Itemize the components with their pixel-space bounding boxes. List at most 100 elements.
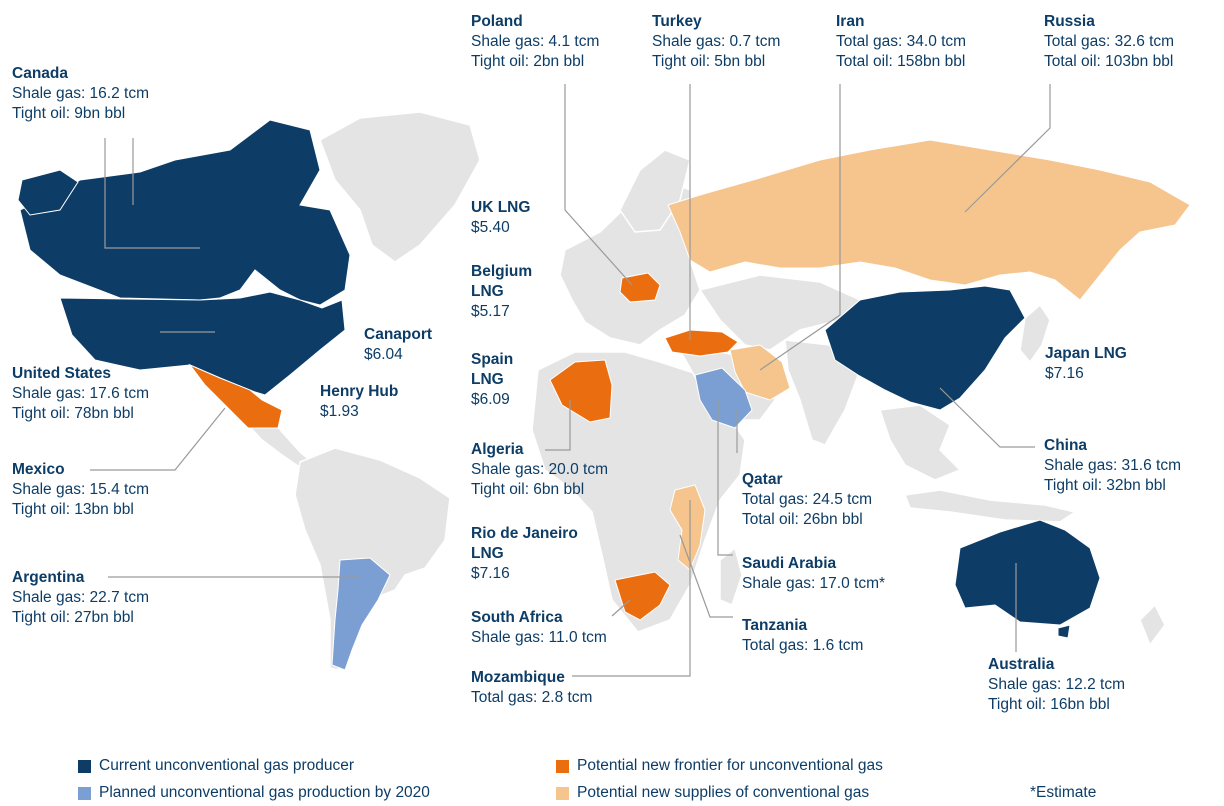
label-canada-line: Shale gas: 16.2 tcm xyxy=(12,85,149,102)
label-spain-lng-title: Spain LNG xyxy=(471,351,514,388)
label-henry-hub-price: $1.93 xyxy=(320,403,359,420)
label-mozambique: Mozambique Total gas: 2.8 tcm xyxy=(471,668,592,708)
label-algeria: Algeria Shale gas: 20.0 tcm Tight oil: 6… xyxy=(471,440,608,500)
label-iran-line: Total oil: 158bn bbl xyxy=(836,53,966,70)
label-algeria-line: Shale gas: 20.0 tcm xyxy=(471,461,608,478)
leader-russia xyxy=(964,84,1051,213)
south-america-shape xyxy=(294,447,451,671)
label-united-states-line: Shale gas: 17.6 tcm xyxy=(12,385,149,402)
map-planned xyxy=(331,367,753,671)
tasmania-shape xyxy=(1057,624,1071,639)
label-united-states-line: Tight oil: 78bn bbl xyxy=(12,405,134,422)
legend-label-planned: Planned unconventional gas production by… xyxy=(99,784,430,801)
label-japan-lng-title: Japan LNG xyxy=(1045,345,1127,362)
label-algeria-title: Algeria xyxy=(471,441,524,458)
label-saudi-arabia: Saudi Arabia Shale gas: 17.0 tcm* xyxy=(742,554,885,594)
label-henry-hub-title: Henry Hub xyxy=(320,383,399,400)
label-south-africa-title: South Africa xyxy=(471,609,563,626)
map-current xyxy=(17,119,1101,639)
label-argentina-title: Argentina xyxy=(12,569,85,586)
japan-shape xyxy=(1019,303,1051,364)
map-conventional xyxy=(667,139,1191,571)
indonesia-shape xyxy=(903,489,1077,523)
label-japan-lng-price: $7.16 xyxy=(1045,365,1084,382)
label-rio-lng: Rio de Janeiro LNG $7.16 xyxy=(471,524,579,584)
label-japan-lng: Japan LNG $7.16 xyxy=(1045,344,1127,384)
southeast-asia-shape xyxy=(878,404,962,481)
label-australia-line: Shale gas: 12.2 tcm xyxy=(988,676,1125,693)
saudi-arabia-shape xyxy=(694,367,753,429)
label-rio-lng-price: $7.16 xyxy=(471,565,510,582)
madagascar-shape xyxy=(719,546,743,607)
legend-swatch-frontier xyxy=(556,760,569,773)
label-tanzania: Tanzania Total gas: 1.6 tcm xyxy=(742,616,863,656)
label-belgium-lng-title: Belgium LNG xyxy=(471,263,533,300)
turkey-shape xyxy=(664,329,739,357)
leader-iran xyxy=(759,84,841,371)
label-mozambique-line: Total gas: 2.8 tcm xyxy=(471,689,593,706)
label-qatar: Qatar Total gas: 24.5 tcm Total oil: 26b… xyxy=(742,470,872,530)
label-qatar-title: Qatar xyxy=(742,471,783,488)
label-poland-line: Tight oil: 2bn bbl xyxy=(471,53,585,70)
greenland-shape xyxy=(319,111,481,263)
new-zealand-shape xyxy=(1139,603,1166,647)
label-canaport-title: Canaport xyxy=(364,326,433,343)
label-mexico-line: Shale gas: 15.4 tcm xyxy=(12,481,149,498)
leader-algeria xyxy=(545,400,571,451)
label-turkey-line: Shale gas: 0.7 tcm xyxy=(652,33,781,50)
argentina-shape xyxy=(331,557,391,671)
label-south-africa-line: Shale gas: 11.0 tcm xyxy=(471,629,607,646)
leader-saudi xyxy=(717,400,733,556)
label-canada-line: Tight oil: 9bn bbl xyxy=(12,105,126,122)
label-canada-title: Canada xyxy=(12,65,68,82)
alaska-shape xyxy=(17,169,79,216)
label-mexico-line: Tight oil: 13bn bbl xyxy=(12,501,134,518)
canada-shape xyxy=(19,119,351,306)
label-iran-line: Total gas: 34.0 tcm xyxy=(836,33,967,50)
label-qatar-line: Total gas: 24.5 tcm xyxy=(742,491,873,508)
iran-shape xyxy=(729,344,791,401)
legend-swatch-planned xyxy=(78,787,91,800)
label-henry-hub: Henry Hub $1.93 xyxy=(320,382,398,422)
map-frontier xyxy=(188,272,739,621)
label-russia-line: Total gas: 32.6 tcm xyxy=(1044,33,1175,50)
legend-label-current: Current unconventional gas producer xyxy=(99,757,355,774)
south-africa-shape xyxy=(614,571,671,621)
label-china-line: Shale gas: 31.6 tcm xyxy=(1044,457,1181,474)
label-canaport: Canaport $6.04 xyxy=(364,325,432,365)
label-mexico-title: Mexico xyxy=(12,461,65,478)
label-china: China Shale gas: 31.6 tcm Tight oil: 32b… xyxy=(1044,436,1181,496)
label-china-title: China xyxy=(1044,437,1088,454)
label-canada: Canada Shale gas: 16.2 tcm Tight oil: 9b… xyxy=(12,64,149,124)
label-belgium-lng: Belgium LNG $5.17 xyxy=(471,262,553,322)
label-argentina-line: Tight oil: 27bn bbl xyxy=(12,609,134,626)
label-iran: Iran Total gas: 34.0 tcm Total oil: 158b… xyxy=(836,12,966,72)
label-russia-title: Russia xyxy=(1044,13,1095,30)
central-asia-shape xyxy=(698,274,862,351)
leader-mozambique xyxy=(572,500,691,677)
label-australia-line: Tight oil: 16bn bbl xyxy=(988,696,1110,713)
label-belgium-lng-price: $5.17 xyxy=(471,303,510,320)
legend-label-frontier: Potential new frontier for unconventiona… xyxy=(577,757,883,774)
scandinavia-shape xyxy=(619,149,691,233)
leader-china xyxy=(939,387,1035,448)
label-algeria-line: Tight oil: 6bn bbl xyxy=(471,481,585,498)
leader-canada-2 xyxy=(104,138,200,249)
legend-label-conventional: Potential new supplies of conventional g… xyxy=(577,784,870,801)
label-australia-title: Australia xyxy=(988,656,1055,673)
label-uk-lng: UK LNG $5.40 xyxy=(471,198,530,238)
label-united-states-title: United States xyxy=(12,365,112,382)
mexico-shape xyxy=(188,363,283,429)
label-turkey-line: Tight oil: 5bn bbl xyxy=(652,53,766,70)
label-saudi-arabia-line: Shale gas: 17.0 tcm* xyxy=(742,575,886,592)
label-russia: Russia Total gas: 32.6 tcm Total oil: 10… xyxy=(1044,12,1174,72)
legend-swatch-conventional xyxy=(556,787,569,800)
label-saudi-arabia-title: Saudi Arabia xyxy=(742,555,837,572)
poland-shape xyxy=(619,272,661,303)
label-spain-lng: Spain LNG $6.09 xyxy=(471,350,541,410)
united-states-shape xyxy=(59,291,346,396)
label-south-africa: South Africa Shale gas: 11.0 tcm xyxy=(471,608,607,648)
legend-swatch-current xyxy=(78,760,91,773)
label-uk-lng-price: $5.40 xyxy=(471,219,510,236)
